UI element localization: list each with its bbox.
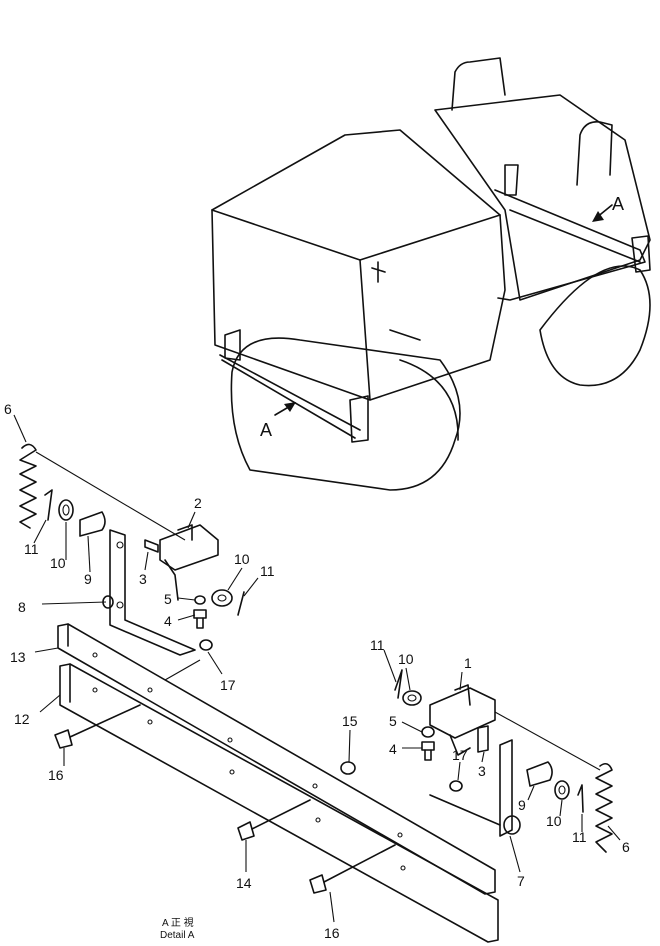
right-spring-assembly xyxy=(394,669,613,853)
part-label: 1 xyxy=(464,655,472,671)
caption-line-1: A 正 視 xyxy=(162,916,194,929)
part-label: 10 xyxy=(546,813,562,829)
part-label: 2 xyxy=(194,495,202,511)
part-label: 12 xyxy=(14,711,30,727)
scraper-blades xyxy=(54,623,499,943)
part-label: 5 xyxy=(164,591,172,607)
part-label: 14 xyxy=(236,875,252,891)
part-label: 10 xyxy=(50,555,66,571)
part-label: 10 xyxy=(398,651,414,667)
part-label: 10 xyxy=(234,551,250,567)
part-label: 4 xyxy=(389,741,397,757)
part-label: 16 xyxy=(324,925,340,941)
leader-lines xyxy=(13,414,621,923)
part-label: 3 xyxy=(139,571,147,587)
part-label: 15 xyxy=(342,713,358,729)
part-label: 17 xyxy=(452,747,468,763)
part-label: 9 xyxy=(518,797,526,813)
part-label: 11 xyxy=(370,637,385,653)
left-spring-assembly xyxy=(19,443,245,681)
part-number-labels: 1 2 3 3 4 4 5 5 6 6 7 8 9 9 10 10 10 10 … xyxy=(4,401,630,941)
part-label: 11 xyxy=(260,563,275,579)
part-label: 7 xyxy=(517,873,525,889)
part-label: 3 xyxy=(478,763,486,779)
part-label: 6 xyxy=(622,839,630,855)
detail-caption: A 正 視 Detail A xyxy=(160,916,195,941)
part-label: 9 xyxy=(84,571,92,587)
view-label-rear: A xyxy=(612,194,624,214)
caption-line-2: Detail A xyxy=(160,930,195,941)
part-label: 11 xyxy=(572,829,587,845)
part-label: 17 xyxy=(220,677,236,693)
part-label: 5 xyxy=(389,713,397,729)
part-label: 4 xyxy=(164,613,172,629)
view-label-front: A xyxy=(260,420,272,440)
part-label: 6 xyxy=(4,401,12,417)
part-label: 13 xyxy=(10,649,26,665)
roller-machine: A A xyxy=(211,57,651,491)
part-label: 16 xyxy=(48,767,64,783)
part-label: 11 xyxy=(24,541,39,557)
part-label: 8 xyxy=(18,599,26,615)
